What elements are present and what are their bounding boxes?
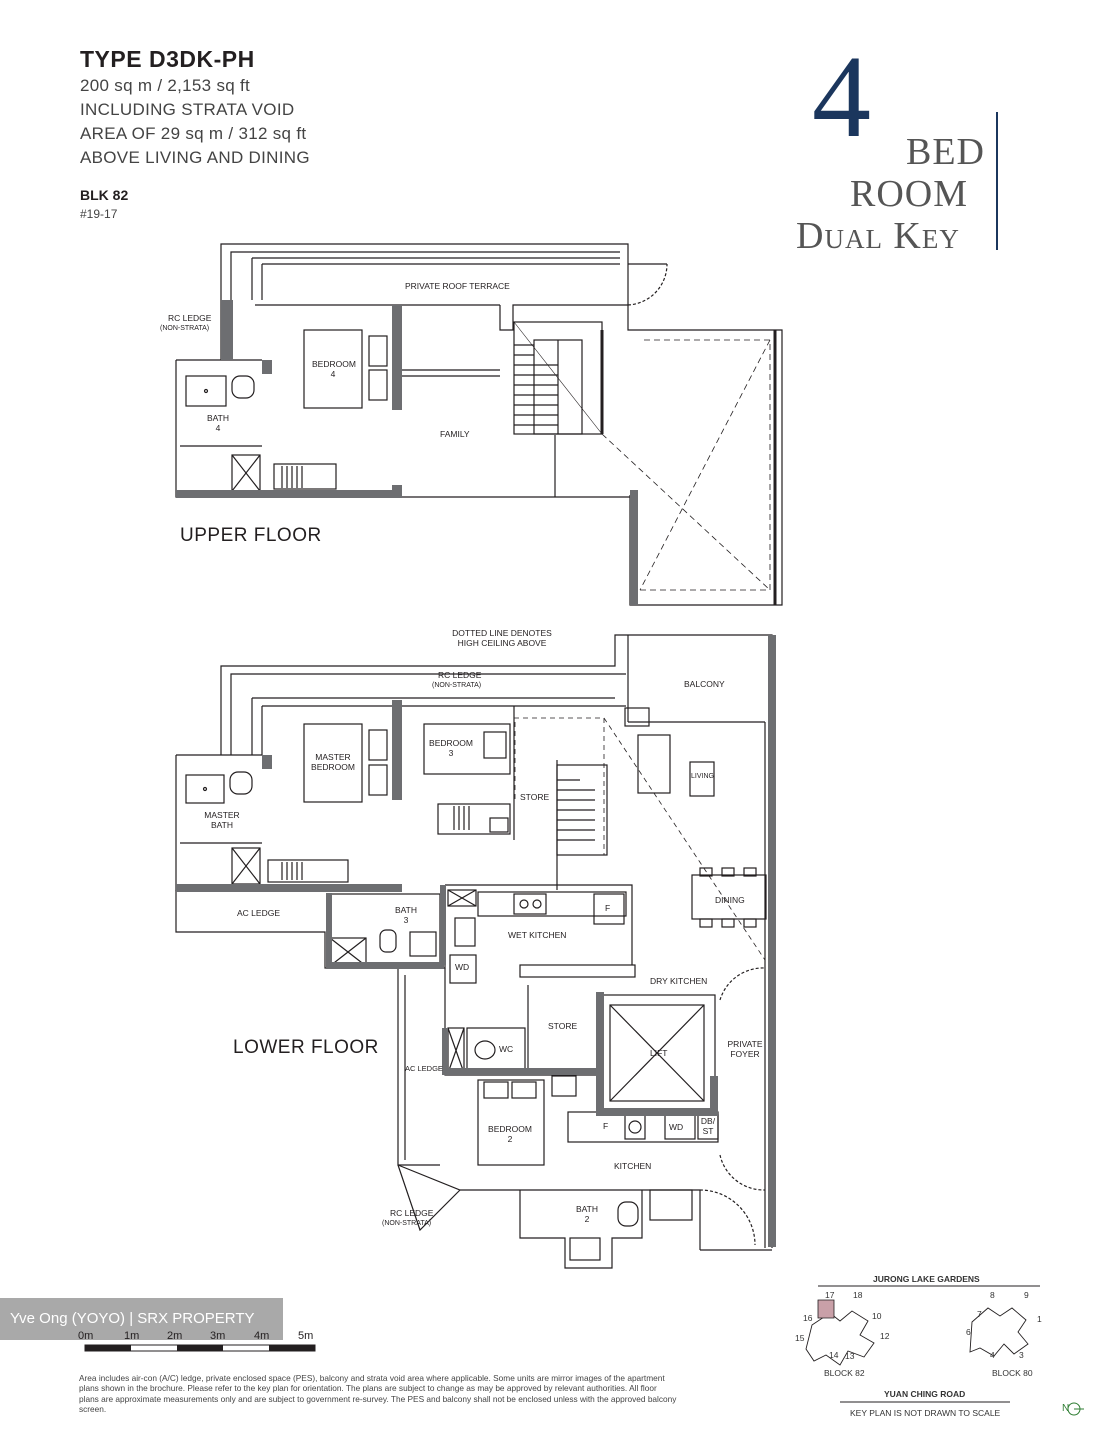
label-dry-kitchen: DRY KITCHEN: [650, 976, 708, 986]
north-icon: N: [1062, 1403, 1070, 1414]
label-wc: WC: [499, 1044, 514, 1054]
kp-num-7: 7: [977, 1309, 982, 1319]
area-line-3: AREA OF 29 sq m / 312 sq ft: [80, 124, 307, 143]
kp-num-8: 8: [990, 1290, 995, 1300]
label-balcony: BALCONY: [684, 679, 725, 689]
scale-tick-3: 3m: [210, 1330, 226, 1342]
label-fridge-wet: F: [605, 903, 611, 913]
kp-num-6: 6: [966, 1327, 971, 1337]
scale-tick-4: 4m: [254, 1330, 270, 1342]
unit-number: #19-17: [80, 207, 118, 221]
label-rc-ledge-bottom: RC LEDGE: [390, 1208, 434, 1218]
label-private-roof-terrace: PRIVATE ROOF TERRACE: [405, 281, 510, 291]
key-plan-block80: BLOCK 80: [992, 1368, 1033, 1378]
badge-room: ROOM: [850, 173, 969, 215]
lower-floor-label: LOWER FLOOR: [233, 1037, 379, 1058]
badge-dual-key: Dual Key: [796, 215, 960, 257]
label-store-upper: STORE: [520, 792, 550, 802]
label-kitchen: KITCHEN: [614, 1161, 652, 1171]
label-wd-kitchen: WD: [669, 1122, 684, 1132]
unit-type-title: TYPE D3DK-PH: [80, 46, 255, 72]
key-plan-block82: BLOCK 82: [824, 1368, 865, 1378]
scale-tick-5: 5m: [298, 1330, 314, 1342]
disclaimer-text: Area includes air-con (A/C) ledge, priva…: [79, 1373, 677, 1415]
label-wet-kitchen: WET KITCHEN: [508, 930, 567, 940]
key-plan-top-road: JURONG LAKE GARDENS: [873, 1274, 980, 1284]
area-line-2: INCLUDING STRATA VOID: [80, 100, 295, 119]
badge-divider: [996, 112, 998, 250]
kp-num-15: 15: [795, 1333, 805, 1343]
kp-num-13: 13: [845, 1351, 855, 1361]
area-line-1: 200 sq m / 2,153 sq ft: [80, 76, 251, 95]
kp-num-16: 16: [803, 1313, 813, 1323]
upper-floor-label: UPPER FLOOR: [180, 525, 322, 546]
label-fridge-kitchen: F: [603, 1121, 609, 1131]
label-living: LIVING: [691, 773, 714, 780]
kp-num-1: 1: [1037, 1314, 1042, 1324]
scale-tick-1: 1m: [124, 1330, 140, 1342]
label-store-lower: STORE: [548, 1021, 578, 1031]
kp-num-3: 3: [1019, 1350, 1024, 1360]
label-wd-wet: WD: [455, 962, 470, 972]
label-db-st: DB/ST: [700, 1116, 716, 1136]
kp-num-14: 14: [829, 1350, 839, 1360]
block-label: BLK 82: [80, 187, 129, 203]
kp-num-12: 12: [880, 1331, 890, 1341]
label-rc-ledge-bottom-note: (NON-STRATA): [382, 1220, 432, 1227]
watermark-banner: Yve Ong (YOYO) | SRX PROPERTY: [0, 1298, 283, 1340]
bedroom-count: 4: [812, 31, 871, 162]
kp-num-4: 4: [990, 1350, 995, 1360]
label-dining: DINING: [715, 895, 745, 905]
label-rc-ledge-upper-note: (NON-STRATA): [160, 325, 210, 332]
badge-bed: BED: [906, 131, 985, 173]
kp-num-9: 9: [1024, 1290, 1029, 1300]
scale-tick-2: 2m: [167, 1330, 183, 1342]
kp-num-18: 18: [853, 1290, 863, 1300]
label-rc-ledge-upper: RC LEDGE: [168, 313, 212, 323]
label-rc-ledge-lower-note: (NON-STRATA): [432, 682, 482, 689]
scale-tick-0: 0m: [78, 1330, 94, 1342]
area-line-4: ABOVE LIVING AND DINING: [80, 148, 310, 167]
label-ac-ledge: AC LEDGE: [237, 908, 280, 918]
label-lift: LIFT: [650, 1048, 668, 1058]
key-plan-bottom-road: YUAN CHING ROAD: [884, 1389, 966, 1399]
label-ac-ledge-2: AC LEDGE: [405, 1064, 443, 1073]
kp-num-10: 10: [872, 1311, 882, 1321]
kp-num-17: 17: [825, 1290, 835, 1300]
label-family: FAMILY: [440, 429, 470, 439]
label-rc-ledge-lower: RC LEDGE: [438, 670, 482, 680]
key-plan-note: KEY PLAN IS NOT DRAWN TO SCALE: [850, 1408, 1001, 1418]
